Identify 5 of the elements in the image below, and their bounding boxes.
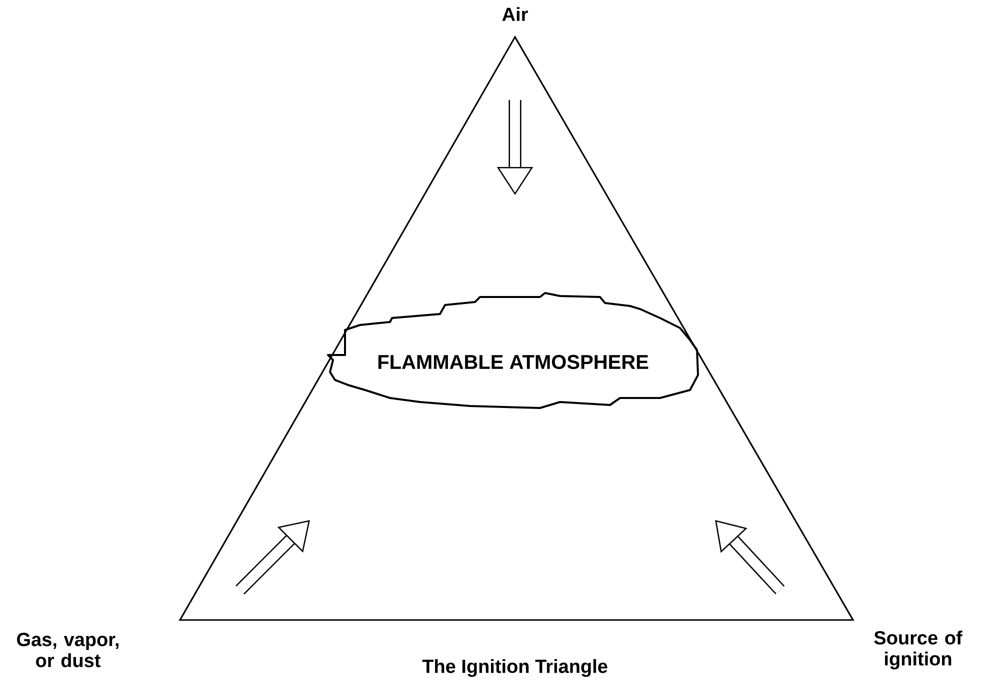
vertex-label: Source of ignition [874, 630, 962, 670]
vertex-label: Gas, vapor, or dust [17, 632, 118, 668]
vertex-label: Air [502, 7, 528, 21]
flammable-cloud: FLAMMABLE ATMOSPHERE [327, 292, 699, 409]
caption: The Ignition Triangle [422, 659, 608, 677]
